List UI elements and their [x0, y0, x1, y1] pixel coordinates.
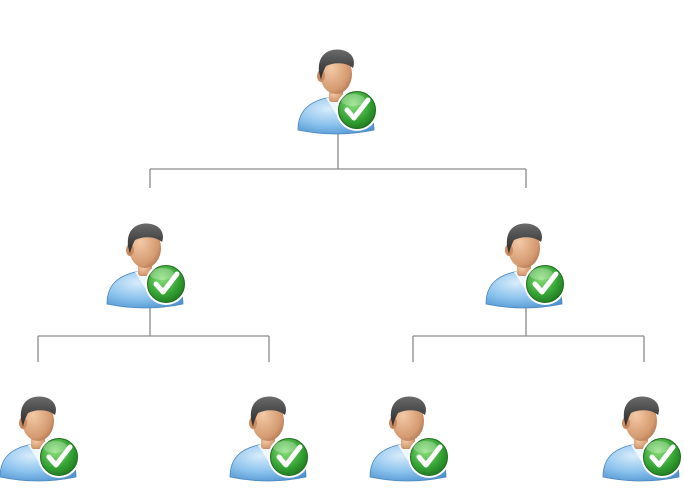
node-member-4 [603, 397, 683, 481]
node-root [298, 50, 378, 134]
user-verified-icon [298, 50, 378, 134]
user-verified-icon [486, 224, 566, 308]
node-member-1 [0, 397, 80, 481]
user-verified-icon [230, 397, 310, 481]
node-member-3 [370, 397, 450, 481]
user-verified-icon [603, 397, 683, 481]
user-verified-icon [0, 397, 80, 481]
user-verified-icon [370, 397, 450, 481]
connector-lines [37, 132, 645, 362]
node-member-2 [230, 397, 310, 481]
node-manager-left [107, 224, 187, 308]
node-manager-right [486, 224, 566, 308]
user-verified-icon [107, 224, 187, 308]
